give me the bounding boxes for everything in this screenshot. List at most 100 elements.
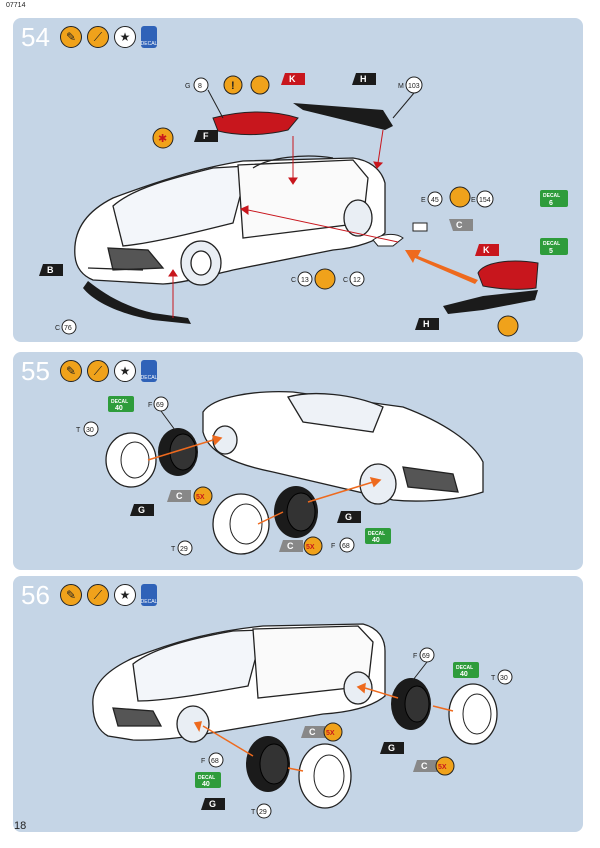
part-c76-letter: C	[55, 325, 60, 332]
step-number: 55	[21, 356, 50, 386]
tag-c: C	[421, 761, 428, 771]
assembly-arrows	[168, 129, 399, 318]
quantity-badge: 5X	[438, 764, 447, 771]
quantity-badges: 5X 5X	[193, 486, 323, 556]
brush-icon: ⟋	[87, 360, 109, 382]
part-f69-letter: F	[148, 402, 152, 409]
brush-icon: ⟋	[87, 26, 109, 48]
part-c12-letter: C	[343, 277, 348, 284]
step-56-panel: 56 ✎ ⟋ ★ DECAL	[13, 576, 583, 832]
tag-c: C	[309, 727, 316, 737]
star-icon: ★	[114, 584, 136, 606]
part-e154-letter: E	[471, 197, 476, 204]
part-e45-num: 45	[431, 197, 439, 204]
part-c13-num: 13	[301, 277, 309, 284]
part-f68-num: 68	[211, 758, 219, 765]
decal-water-icon: DECAL	[141, 584, 157, 606]
decal-number: 40	[460, 671, 468, 678]
glue-icon: ✎	[60, 360, 82, 382]
quantity-badge: 5X	[196, 494, 205, 501]
kit-number: 07714	[6, 2, 26, 9]
car-body-convertible	[74, 155, 386, 286]
part-m103-letter: M	[398, 83, 404, 90]
assembly-arrows	[147, 434, 382, 525]
part-g8-num: 8	[198, 83, 202, 90]
tag-g: G	[209, 799, 216, 809]
tag-g: G	[345, 512, 352, 522]
front-splitter	[83, 281, 191, 324]
part-c76-num: 76	[64, 325, 72, 332]
part-f68-letter: F	[201, 758, 205, 765]
part-m103-num: 103	[408, 83, 420, 90]
tag-h-bottom: H	[423, 319, 430, 329]
wheel-f68	[274, 486, 318, 538]
decal-number: 5	[549, 248, 553, 255]
part-t30-num: 30	[86, 427, 94, 434]
decal-label: DECAL	[543, 193, 560, 199]
glue-icon: ✎	[60, 584, 82, 606]
wheel-f69	[158, 428, 198, 476]
tire-t29	[212, 493, 270, 555]
quantity-badge: 5X	[306, 544, 315, 551]
tool-icons: ✎ ⟋ ★ DECAL	[60, 26, 157, 48]
assembly-arrows	[193, 682, 454, 772]
tag-k-top: K	[289, 74, 296, 84]
part-g8-letter: G	[185, 83, 190, 90]
hardtop-roof-panel	[212, 111, 299, 136]
part-t29-num: 29	[259, 809, 267, 816]
quantity-badge: 5X	[326, 730, 335, 737]
decal-label: DECAL	[456, 665, 473, 671]
page-number: 18	[14, 820, 27, 832]
step-number: 54	[21, 22, 50, 52]
tool-icons: ✎ ⟋ ★ DECAL	[60, 584, 157, 606]
star-icon: ★	[114, 360, 136, 382]
tag-k-right: K	[483, 245, 490, 255]
decal-label: DECAL	[543, 241, 560, 247]
part-t29-num: 29	[180, 546, 188, 553]
decal-number: 40	[115, 405, 123, 412]
glue-spot-icon: ✱	[158, 133, 167, 145]
tire-t29	[298, 743, 352, 809]
decal-label: DECAL	[368, 531, 385, 537]
tire-t30	[105, 432, 157, 488]
tool-icons: ✎ ⟋ ★ DECAL	[60, 360, 157, 382]
part-t29-letter: T	[251, 809, 256, 816]
big-orange-arrow	[405, 250, 478, 284]
decal-water-icon: DECAL	[141, 360, 157, 382]
part-f68-num: 68	[342, 543, 350, 550]
decal-number: 40	[372, 537, 380, 544]
part-e154-num: 154	[479, 197, 491, 204]
glue-icon: ✎	[60, 26, 82, 48]
car-body-side	[202, 391, 484, 505]
decal-number: 6	[549, 200, 553, 207]
tag-g: G	[138, 505, 145, 515]
decal-number: 40	[202, 781, 210, 788]
part-f69-num: 69	[422, 653, 430, 660]
step-55-panel: 55 ✎ ⟋ ★ DECAL	[13, 352, 583, 570]
part-f69-letter: F	[413, 653, 417, 660]
glue-markers: ! ✱	[152, 75, 519, 337]
part-c12-num: 12	[353, 277, 361, 284]
car-body-convertible	[92, 623, 386, 743]
rear-trim-top	[293, 103, 393, 130]
decal-label: DECAL	[198, 775, 215, 781]
part-t30-num: 30	[500, 675, 508, 682]
part-e45-letter: E	[421, 197, 426, 204]
step-56-drawing: F 69 T 30 F 68 T 29 C G C G 5X	[92, 623, 513, 819]
tag-c: C	[456, 220, 463, 230]
step-54-panel: 54 ✎ ⟋ ★ DECAL	[13, 18, 583, 342]
decal-water-icon: DECAL	[141, 26, 157, 48]
decal-label: DECAL	[111, 399, 128, 405]
tire-t30	[448, 683, 498, 745]
tag-b: B	[47, 265, 54, 275]
part-t30-letter: T	[491, 675, 496, 682]
part-t30-letter: T	[76, 427, 81, 434]
caution-icon: !	[231, 80, 235, 92]
tag-g: G	[388, 743, 395, 753]
part-f69-num: 69	[156, 402, 164, 409]
tag-c: C	[176, 491, 183, 501]
step-54-drawing: G 8 M 103 E 45 E 154 C 13 C 12 C 76	[39, 73, 568, 337]
brush-icon: ⟋	[87, 584, 109, 606]
wheel-f68	[246, 736, 290, 792]
quantity-badges: 5X 5X	[323, 722, 455, 776]
